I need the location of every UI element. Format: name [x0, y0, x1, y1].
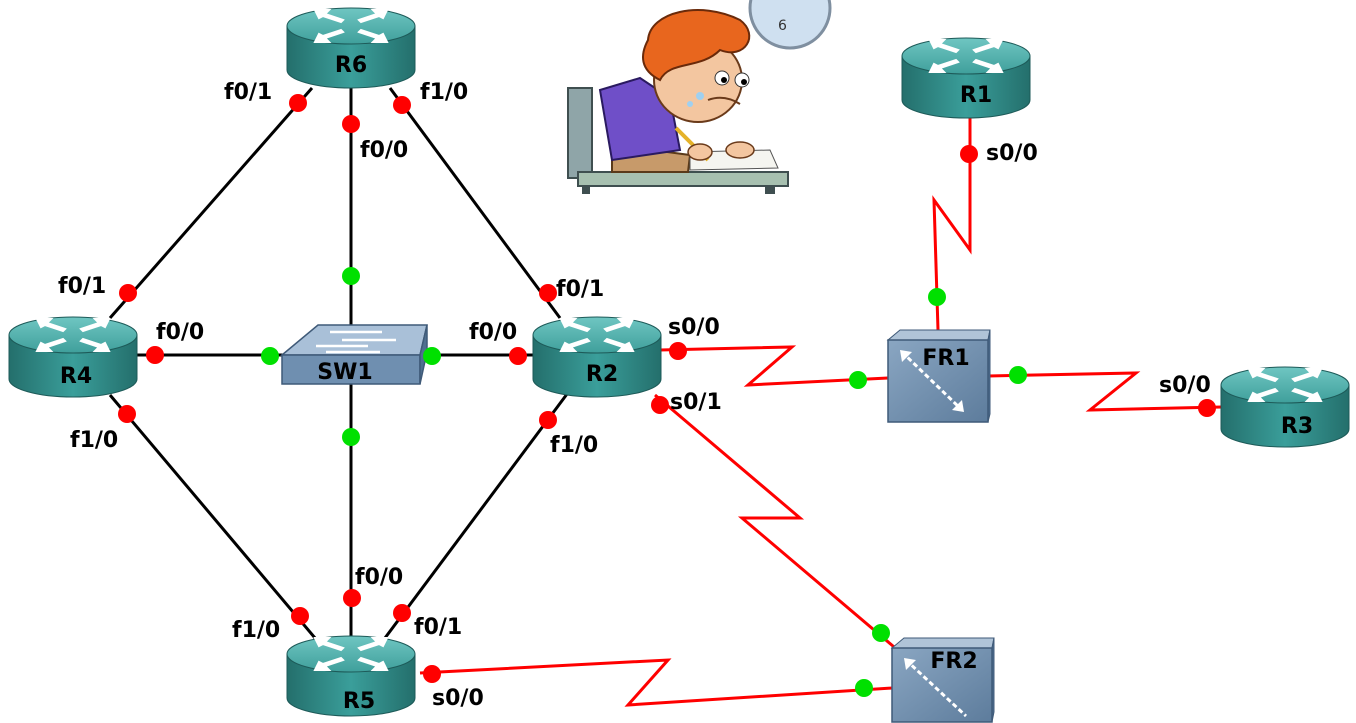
- iface-label-r2-s0-1: s0/1: [670, 390, 722, 415]
- device-label-fr2: FR2: [930, 649, 977, 674]
- device-label-fr1: FR1: [922, 346, 969, 371]
- device-label-r3: R3: [1281, 414, 1313, 439]
- port-dot: [651, 396, 669, 414]
- port-dot: [342, 428, 360, 446]
- port-dot: [960, 145, 978, 163]
- iface-label-r2-f1-0: f1/0: [550, 433, 598, 458]
- port-dot: [855, 679, 873, 697]
- link-r2-fr1: [659, 345, 889, 387]
- frame-relay-switch-icon: [890, 637, 995, 723]
- iface-label-r4-f0-1: f0/1: [58, 274, 106, 299]
- iface-label-r2-f0-0: f0/0: [469, 320, 517, 345]
- iface-label-r6-f0-1: f0/1: [224, 80, 272, 105]
- port-dot: [343, 589, 361, 607]
- device-label-r1: R1: [960, 83, 992, 108]
- port-dot: [423, 347, 441, 365]
- port-dot: [146, 346, 164, 364]
- link-r5-fr2: [419, 658, 893, 707]
- iface-label-r4-f0-0: f0/0: [156, 320, 204, 345]
- router-r2[interactable]: R2: [532, 316, 662, 398]
- iface-label-r5-f0-0: f0/0: [355, 565, 403, 590]
- port-dot: [539, 284, 557, 302]
- router-r6[interactable]: R6: [286, 7, 416, 89]
- ports-up: [261, 267, 1027, 697]
- iface-label-r5-f1-0: f1/0: [232, 618, 280, 643]
- router-r5[interactable]: R5: [286, 635, 416, 717]
- port-dot: [261, 347, 279, 365]
- link-r1-fr1: [932, 118, 972, 331]
- port-dot: [118, 405, 136, 423]
- frame-relay-fr2[interactable]: FR2: [890, 637, 995, 723]
- port-dot: [393, 604, 411, 622]
- link-r6-r2: [388, 87, 562, 319]
- iface-label-r2-s0-0: s0/0: [668, 315, 720, 340]
- iface-label-r5-s0-0: s0/0: [432, 686, 484, 711]
- link-r2-r5: [383, 389, 572, 639]
- student-cartoon: 6: [567, 0, 832, 194]
- ports-down: [118, 94, 1216, 683]
- device-label-r6: R6: [335, 53, 367, 78]
- switch-sw1[interactable]: SW1: [279, 324, 428, 385]
- iface-label-r6-f1-0: f1/0: [420, 80, 468, 105]
- iface-label-r2-f0-1: f0/1: [556, 277, 604, 302]
- link-r6-r4: [108, 87, 314, 319]
- interface-labels: f0/1 f1/0 f0/0 s0/0 f0/1 f0/0 f0/1 f0/0 …: [58, 80, 1211, 711]
- port-dot: [1198, 399, 1216, 417]
- svg-text:6: 6: [778, 18, 787, 34]
- iface-label-r6-f0-0: f0/0: [360, 138, 408, 163]
- link-r2-fr2: [654, 393, 901, 654]
- port-dot: [393, 96, 411, 114]
- router-r3[interactable]: R3: [1220, 366, 1350, 448]
- router-r1[interactable]: R1: [901, 37, 1031, 119]
- port-dot: [849, 371, 867, 389]
- device-label-r4: R4: [60, 364, 92, 389]
- frame-relay-fr1[interactable]: FR1: [886, 329, 991, 423]
- link-r4-r5: [108, 394, 317, 639]
- port-dot: [509, 347, 527, 365]
- iface-label-r3-s0-0: s0/0: [1159, 373, 1211, 398]
- port-dot: [539, 411, 557, 429]
- port-dot: [928, 288, 946, 306]
- switch-icon: [279, 324, 428, 385]
- port-dot: [119, 284, 137, 302]
- iface-label-r4-f1-0: f1/0: [70, 428, 118, 453]
- port-dot: [291, 607, 309, 625]
- port-dot: [342, 115, 360, 133]
- serial-links: [419, 118, 1223, 707]
- device-label-r2: R2: [586, 362, 618, 387]
- link-fr1-r3: [987, 371, 1223, 412]
- port-dot: [423, 665, 441, 683]
- router-r4[interactable]: R4: [8, 316, 138, 398]
- device-label-r5: R5: [343, 689, 375, 714]
- iface-label-r1-s0-0: s0/0: [986, 141, 1038, 166]
- port-dot: [289, 94, 307, 112]
- port-dot: [872, 624, 890, 642]
- frame-relay-switch-icon: [886, 329, 991, 423]
- device-label-sw1: SW1: [317, 360, 372, 385]
- port-dot: [342, 267, 360, 285]
- iface-label-r5-f0-1: f0/1: [414, 615, 462, 640]
- port-dot: [1009, 366, 1027, 384]
- port-dot: [669, 342, 687, 360]
